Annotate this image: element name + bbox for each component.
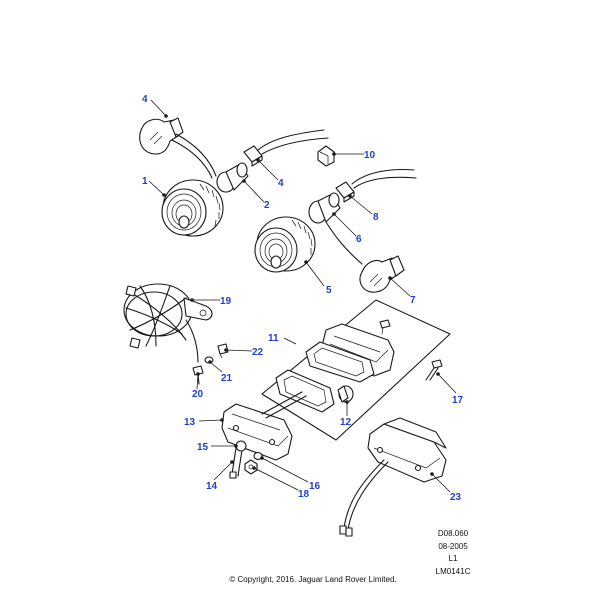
callout-2: 2 <box>264 200 270 211</box>
drawing-reference-block: D08.060 08-2005 L1 LM0141C <box>426 528 480 578</box>
bulb-12 <box>337 385 354 403</box>
callout-18: 18 <box>298 489 310 500</box>
callout-20: 20 <box>192 389 204 400</box>
drawing-ref: LM0141C <box>435 566 471 576</box>
bulb-holder-right <box>308 192 341 224</box>
lamp-guard-cage <box>123 283 213 363</box>
harness-right-2 <box>353 176 417 189</box>
callout-22: 22 <box>252 347 264 358</box>
lamp-body-13 <box>221 391 307 461</box>
callout-8: 8 <box>373 212 379 223</box>
callout-23: 23 <box>450 492 462 503</box>
wire-bulb-upper-left <box>171 139 213 179</box>
callout-15: 15 <box>197 442 209 453</box>
drawing-code: D08.060 <box>437 529 469 538</box>
drawing-level: L1 <box>448 554 458 563</box>
callout-5: 5 <box>326 285 332 296</box>
bulb-holder-upper <box>216 162 249 193</box>
wire-right-housing <box>325 221 363 265</box>
grommet <box>317 145 335 167</box>
callout-10: 10 <box>364 150 376 161</box>
lamp-assembly-23 <box>339 417 447 537</box>
gasket-11 <box>305 341 375 383</box>
terminal-14 <box>229 447 243 479</box>
callout-7: 7 <box>410 295 416 306</box>
copyright-notice: © Copyright, 2016. Jaguar Land Rover Lim… <box>229 575 397 584</box>
callout-11: 11 <box>268 333 279 344</box>
callout-1: 1 <box>142 176 148 187</box>
callout-6: 6 <box>356 234 362 245</box>
leader-lines <box>148 99 457 493</box>
callout-12: 12 <box>340 417 352 428</box>
callout-4: 4 <box>278 178 284 189</box>
screw-11 <box>379 319 391 335</box>
lens-frame-11 <box>275 369 335 413</box>
wire-bulb-upper-left-2 <box>175 133 217 177</box>
lamp-housing-upper-left <box>161 179 224 237</box>
callout-13: 13 <box>184 417 196 428</box>
bulb-right <box>359 255 405 293</box>
drawing-date: 08-2005 <box>438 541 468 551</box>
washer-17 <box>253 451 263 461</box>
callout-21: 21 <box>221 373 233 384</box>
lamp-housing-right <box>254 216 316 273</box>
callouts: 4 1 2 4 10 8 6 5 7 19 11 22 21 20 17 12 … <box>142 94 464 503</box>
bulb-upper-left <box>139 117 184 155</box>
screw-16 <box>425 359 443 381</box>
callout-19: 19 <box>220 296 232 307</box>
callout-14: 14 <box>206 481 218 492</box>
harness-right <box>351 169 415 185</box>
harness-upper-2 <box>261 137 329 155</box>
callout-16: 17 <box>452 395 464 406</box>
harness-upper <box>257 129 325 151</box>
callout-17: 16 <box>309 481 321 492</box>
callout-3: 4 <box>142 94 148 105</box>
